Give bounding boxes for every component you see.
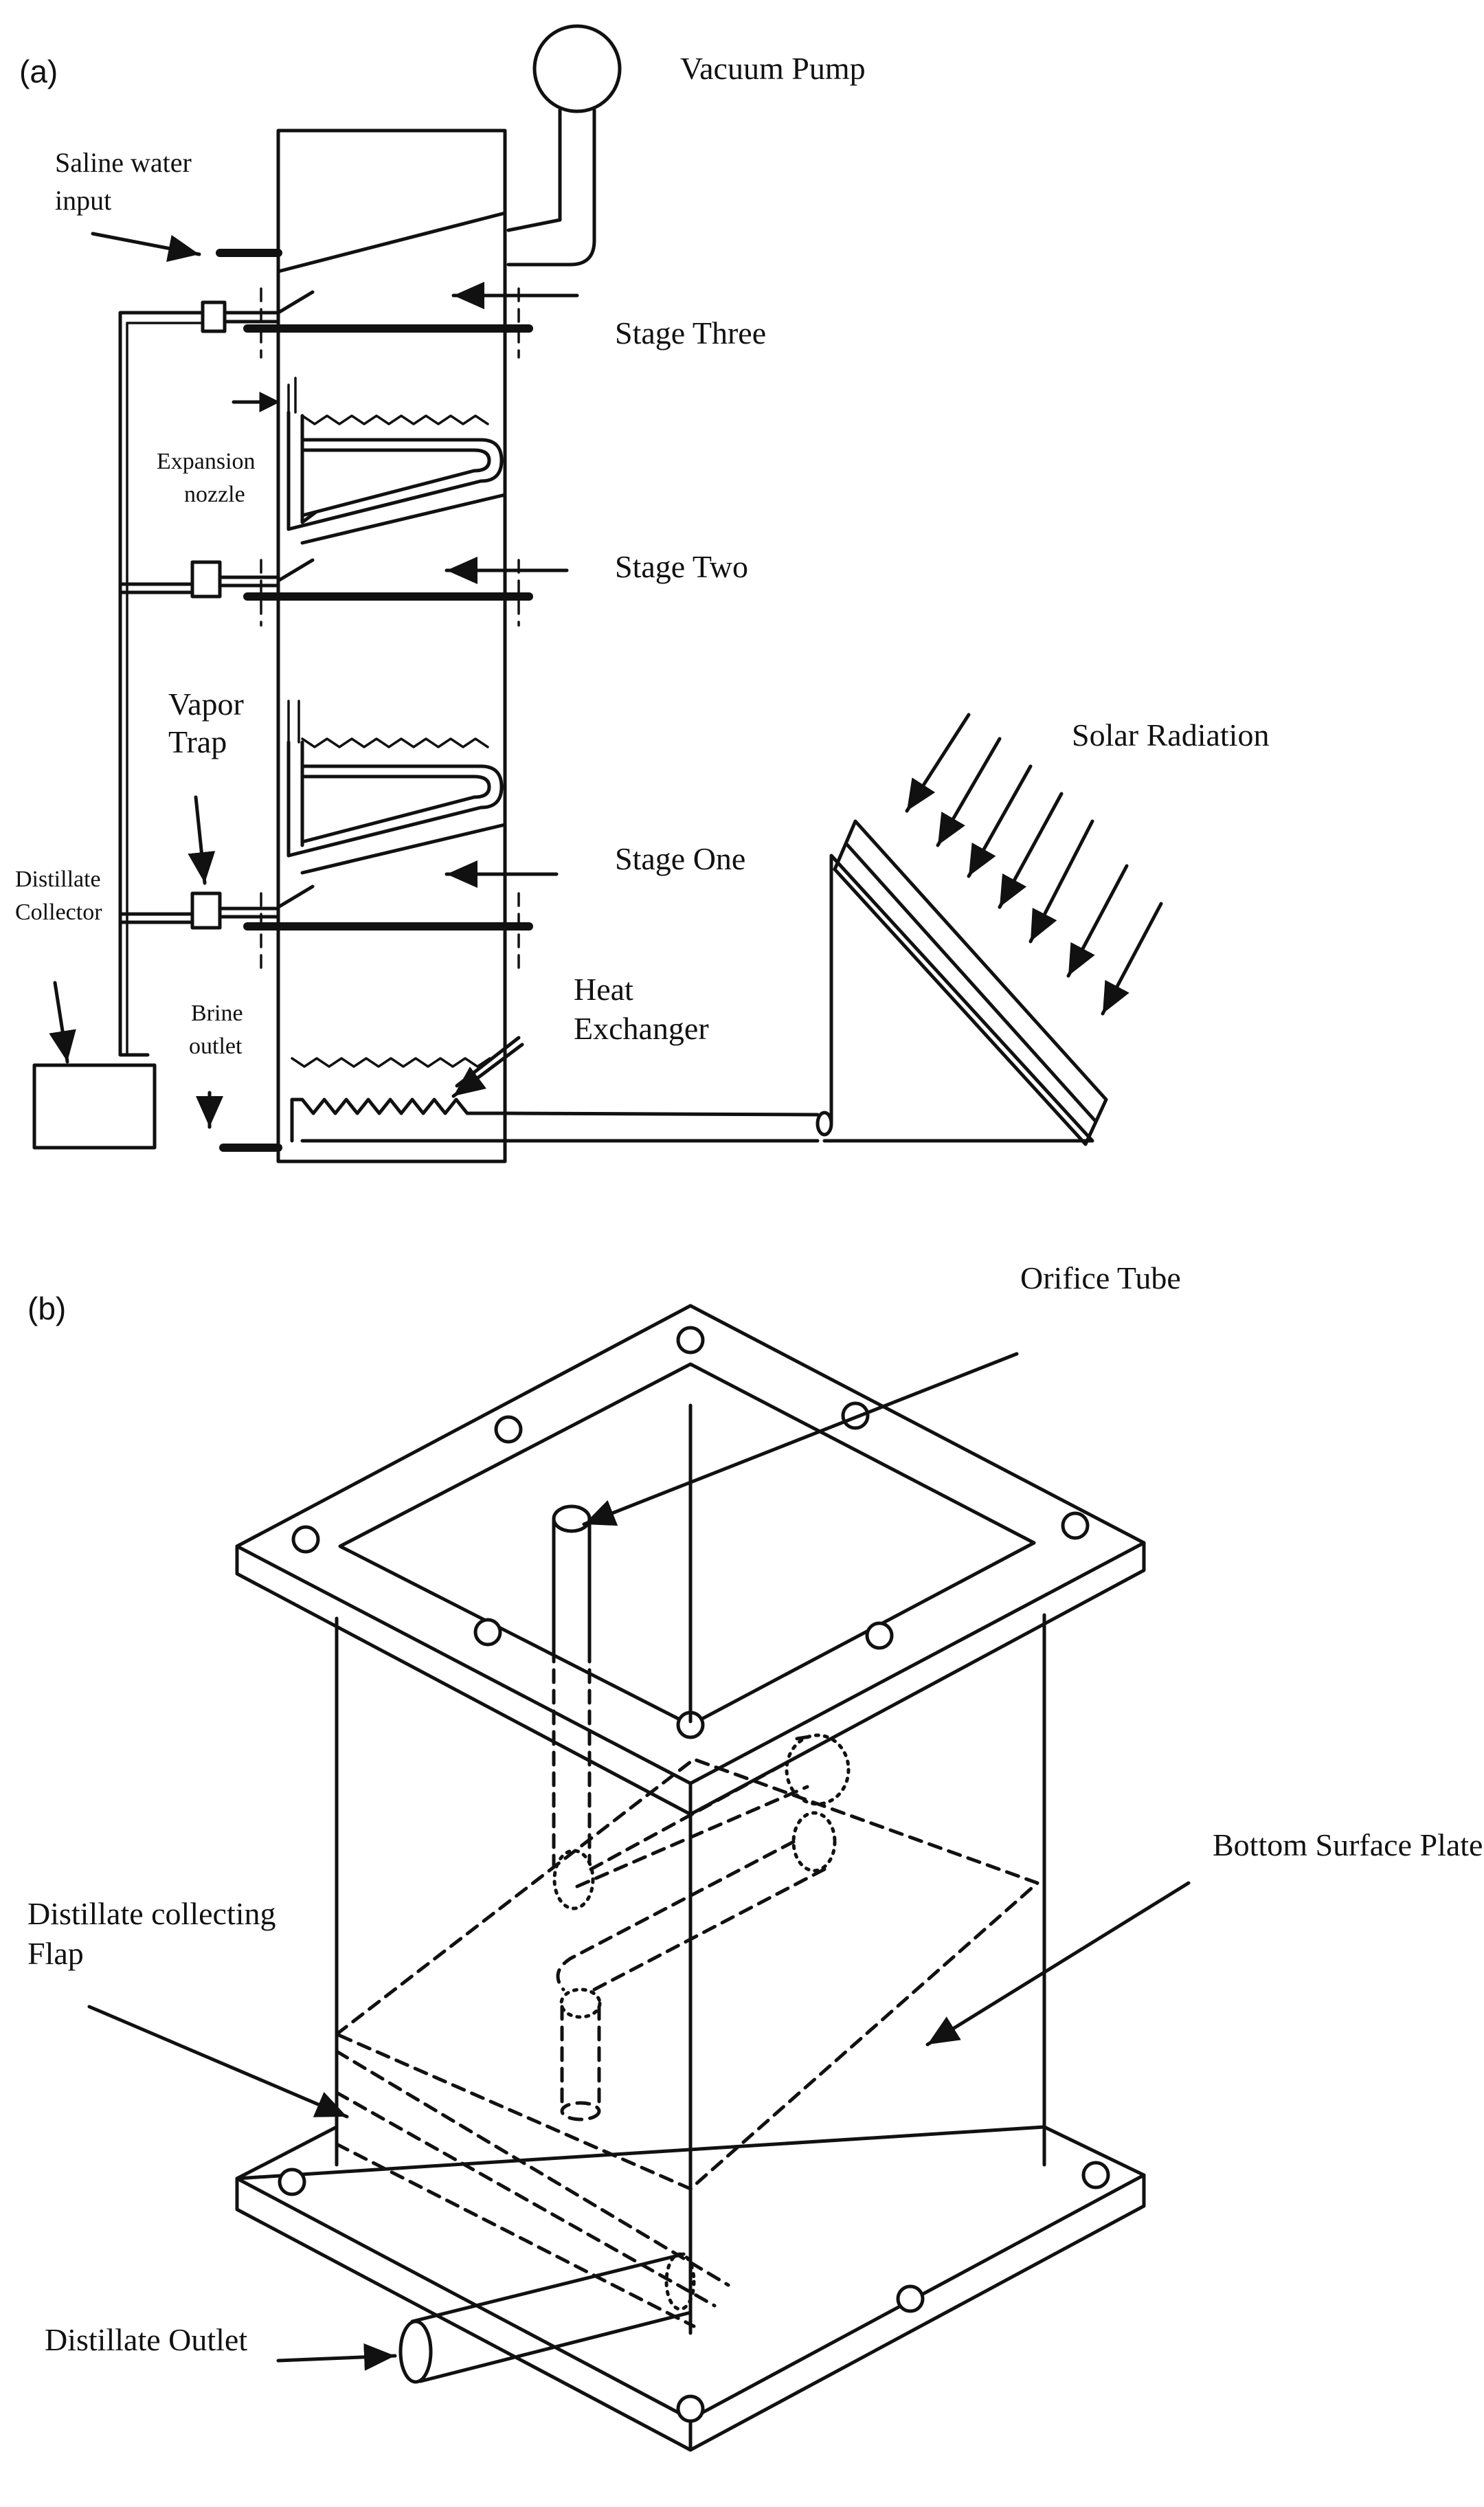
stage-one-section [118, 700, 533, 970]
label-expansion-line1: Expansion [157, 449, 256, 474]
label-flap-line2: Flap [27, 1936, 84, 1971]
label-vacuum-pump: Vacuum Pump [680, 51, 866, 86]
vacuum-pump [506, 24, 622, 267]
distillate-collector-arrow [49, 981, 76, 1064]
stage-three-partition [201, 287, 533, 359]
label-brine-line1: Brine [191, 1001, 243, 1026]
brine-surface-one [291, 1057, 491, 1068]
label-solar-radiation: Solar Radiation [1072, 717, 1269, 753]
label-bottom-surface-plate: Bottom Surface Plate [1213, 1827, 1483, 1862]
vapor-trap-arrow [188, 795, 216, 885]
top-opening [338, 1362, 1036, 1727]
bottom-surface-plate [335, 1757, 1039, 2191]
label-brine-line2: outlet [189, 1034, 243, 1059]
panel-a-tag: (a) [19, 54, 58, 89]
label-orifice-tube: Orifice Tube [1020, 1260, 1181, 1295]
label-stage-two: Stage Two [615, 549, 748, 584]
brine-surface-three [301, 414, 489, 425]
condenser-coil-two [286, 438, 504, 531]
panel-a: (a) Vacuum Pump Saline water input [15, 24, 1269, 1163]
label-vapor-line2: Trap [168, 724, 227, 759]
stage-two-section [118, 377, 533, 627]
distillate-return-line [118, 311, 205, 1057]
distillate-outlet-arrow [276, 2343, 397, 2371]
brine-surface-two [301, 737, 489, 748]
solar-radiation-arrows [905, 713, 1163, 1016]
heat-exchanger-coil [290, 1097, 820, 1143]
panel-b: (b) [27, 1260, 1483, 2452]
heat-exchanger-arrow [451, 1043, 524, 1098]
distillate-collector-tank [32, 1063, 157, 1150]
label-stage-three: Stage Three [615, 315, 766, 350]
label-stage-one: Stage One [615, 841, 745, 876]
vapor-trap-one [190, 891, 222, 930]
label-heat-line1: Heat [574, 972, 633, 1007]
distillate-outlet-pipe [398, 2252, 696, 2384]
still-column [276, 129, 507, 1163]
label-vapor-line1: Vapor [168, 687, 244, 722]
condenser-coil-one [286, 764, 504, 858]
flap-arrow [87, 2005, 349, 2119]
label-saline-line1: Saline water [55, 147, 192, 178]
vapor-trap-two [190, 560, 222, 599]
distillate-collecting-flap [335, 2049, 730, 2328]
label-expansion-line2: nozzle [184, 482, 245, 507]
label-flap-line1: Distillate collecting [27, 1896, 276, 1931]
label-saline-line2: input [55, 185, 111, 216]
label-distillate-line2: Collector [15, 900, 102, 925]
panel-b-tag: (b) [27, 1291, 66, 1326]
orifice-tube [552, 1504, 851, 2121]
orifice-tube-arrow [582, 1352, 1019, 1526]
bottom-flange [235, 2125, 1146, 2452]
label-distillate-outlet: Distillate Outlet [45, 2322, 247, 2357]
bottom-surface-plate-arrow [925, 1881, 1191, 2047]
label-heat-line2: Exchanger [574, 1011, 709, 1046]
vapor-trap-three [201, 300, 227, 333]
saline-input-arrow [91, 232, 201, 263]
solar-collector [822, 819, 1108, 1146]
label-distillate-line1: Distillate [15, 867, 101, 892]
stage-three-condenser-plate [276, 211, 507, 274]
